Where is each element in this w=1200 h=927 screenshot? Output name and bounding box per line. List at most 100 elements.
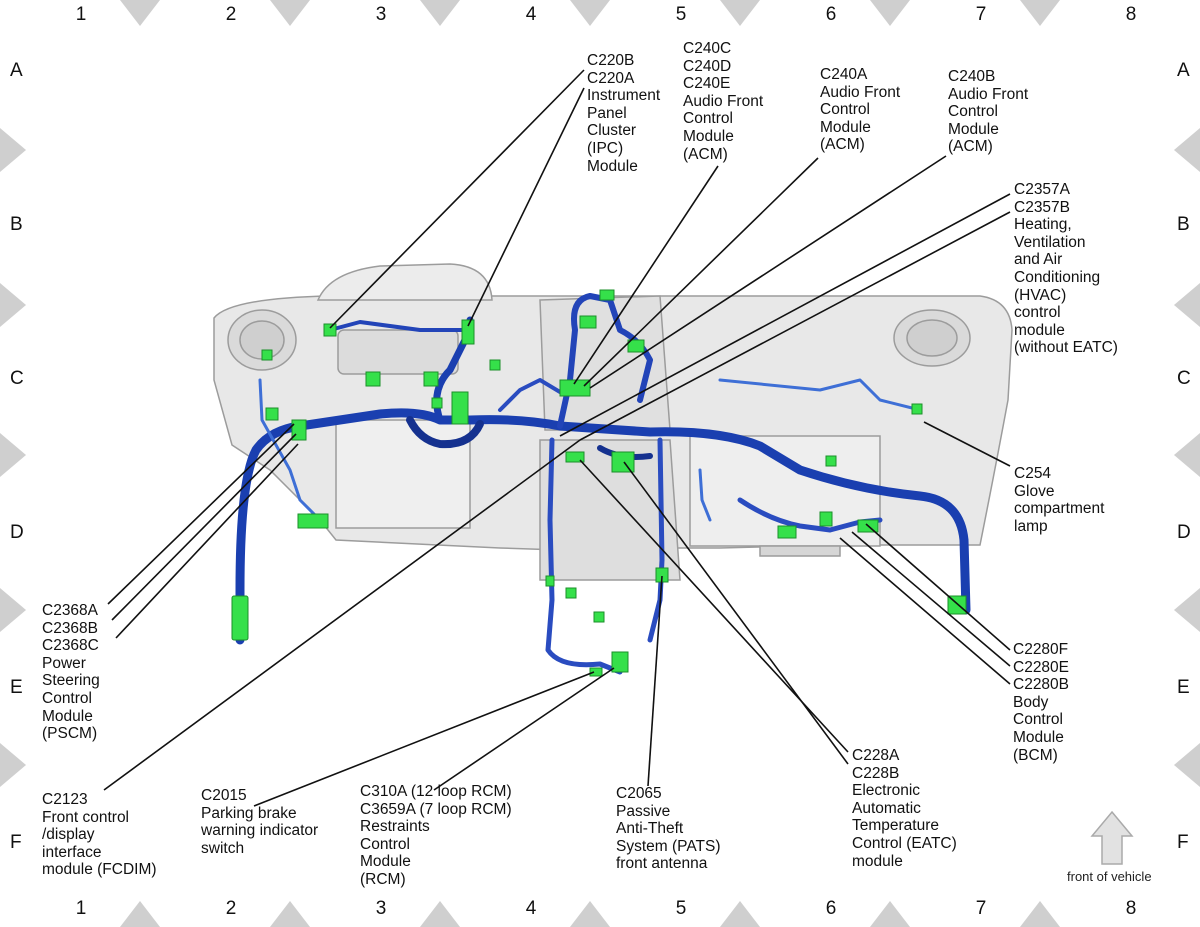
callout-line: C254 bbox=[1014, 465, 1052, 482]
row-label-c: C bbox=[10, 368, 24, 389]
col-label-3: 3 bbox=[375, 4, 387, 25]
callout-line: C220A bbox=[587, 69, 635, 87]
callout-line: C2015 bbox=[201, 787, 247, 804]
col-label-4: 4 bbox=[525, 4, 537, 25]
callout-line: C2280B bbox=[1013, 676, 1070, 694]
callout-line: C310A (12 loop RCM) bbox=[360, 783, 512, 800]
callout-line: (BCM) bbox=[1013, 746, 1058, 764]
callout-line: Control (EATC) bbox=[852, 834, 957, 852]
col-label-3-bottom: 3 bbox=[375, 898, 387, 919]
callout-line: Anti-Theft bbox=[616, 820, 684, 838]
callout-line: compartment bbox=[1014, 500, 1105, 518]
callout-line: C2123 bbox=[42, 791, 88, 808]
row-label-d: D bbox=[10, 522, 24, 543]
col-label-8-bottom: 8 bbox=[1125, 898, 1137, 919]
connectors bbox=[231, 289, 967, 677]
callout-line: C220B bbox=[587, 52, 635, 69]
callout-line: (ACM) bbox=[683, 145, 728, 163]
callout-line: Module bbox=[683, 127, 734, 145]
col-label-2: 2 bbox=[225, 4, 237, 25]
callout-line: C2368B bbox=[42, 619, 99, 637]
col-label-1-bottom: 1 bbox=[75, 898, 87, 919]
callout-line: C2280E bbox=[1013, 658, 1070, 676]
callout-line: C240A bbox=[820, 66, 868, 83]
callout-line: (without EATC) bbox=[1014, 339, 1118, 357]
col-label-8: 8 bbox=[1125, 4, 1137, 25]
col-label-6-bottom: 6 bbox=[825, 898, 837, 919]
callout-line: Module bbox=[42, 707, 93, 725]
callout-line: C228B bbox=[852, 764, 900, 782]
callout-line: C2368C bbox=[42, 637, 99, 655]
callout-line: Automatic bbox=[852, 799, 921, 817]
col-label-1: 1 bbox=[75, 4, 87, 25]
callout-line: Module bbox=[948, 120, 999, 138]
callout-line: (HVAC) bbox=[1014, 286, 1067, 304]
callout-line: Audio Front bbox=[948, 85, 1029, 103]
callout-line: interface bbox=[42, 843, 102, 861]
callout-line: Passive bbox=[616, 802, 671, 820]
callout-line: C2357A bbox=[1014, 181, 1071, 198]
row-label-c-right: C bbox=[1177, 368, 1191, 389]
callout-line: Electronic bbox=[852, 782, 921, 800]
callout-line: Parking brake bbox=[201, 804, 297, 822]
callout-line: Control bbox=[42, 689, 92, 707]
col-label-7-bottom: 7 bbox=[975, 898, 987, 919]
col-label-4-bottom: 4 bbox=[525, 898, 537, 919]
wiring-harness bbox=[235, 293, 971, 675]
row-label-f-right: F bbox=[1177, 832, 1189, 853]
callout-line: Module bbox=[360, 853, 411, 871]
callout-line: Temperature bbox=[852, 817, 940, 835]
callout-line: Audio Front bbox=[820, 83, 901, 101]
callout-line: Restraints bbox=[360, 818, 430, 836]
row-label-e-right: E bbox=[1177, 677, 1190, 698]
callout-line: (ACM) bbox=[820, 136, 865, 154]
callout-line: C2280F bbox=[1013, 641, 1069, 658]
callout-line: Module bbox=[587, 157, 638, 175]
callout-line: Module bbox=[1013, 728, 1064, 746]
col-label-7: 7 bbox=[975, 4, 987, 25]
callout-line: Panel bbox=[587, 104, 627, 122]
callout-line: System (PATS) bbox=[616, 837, 721, 855]
callout-line: /display bbox=[42, 826, 95, 844]
row-label-a-right: A bbox=[1177, 60, 1190, 81]
callout-line: Control bbox=[820, 101, 870, 119]
col-label-5-bottom: 5 bbox=[675, 898, 687, 919]
callout-line: control bbox=[1014, 304, 1061, 322]
callout-line: Steering bbox=[42, 672, 100, 690]
row-label-f: F bbox=[10, 832, 22, 853]
callout-line: warning indicator bbox=[201, 822, 319, 840]
leader-lines bbox=[103, 69, 1011, 807]
callout-line: Front control bbox=[42, 808, 130, 826]
row-label-a: A bbox=[10, 60, 23, 81]
callout-line: switch bbox=[201, 839, 245, 857]
callout-line: Heating, bbox=[1014, 216, 1072, 234]
row-label-e: E bbox=[10, 677, 23, 698]
row-label-d-right: D bbox=[1177, 522, 1191, 543]
callout-line: lamp bbox=[1014, 517, 1048, 535]
front-arrow-icon bbox=[1090, 810, 1134, 865]
col-label-5: 5 bbox=[675, 4, 687, 25]
front-of-vehicle-label: front of vehicle bbox=[1067, 869, 1152, 884]
callout-line: Conditioning bbox=[1014, 268, 1101, 286]
callout-line: (PSCM) bbox=[42, 725, 98, 743]
callout-line: C228A bbox=[852, 747, 900, 764]
callout-line: C240B bbox=[948, 68, 996, 85]
callout-line: Control bbox=[360, 835, 410, 853]
callout-line: Ventilation bbox=[1014, 233, 1086, 251]
callout-line: (RCM) bbox=[360, 870, 406, 888]
callout-line: C3659A (7 loop RCM) bbox=[360, 800, 512, 818]
callout-line: Module bbox=[820, 118, 871, 136]
callout-line: module bbox=[1014, 321, 1065, 339]
callout-line: (IPC) bbox=[587, 139, 624, 157]
